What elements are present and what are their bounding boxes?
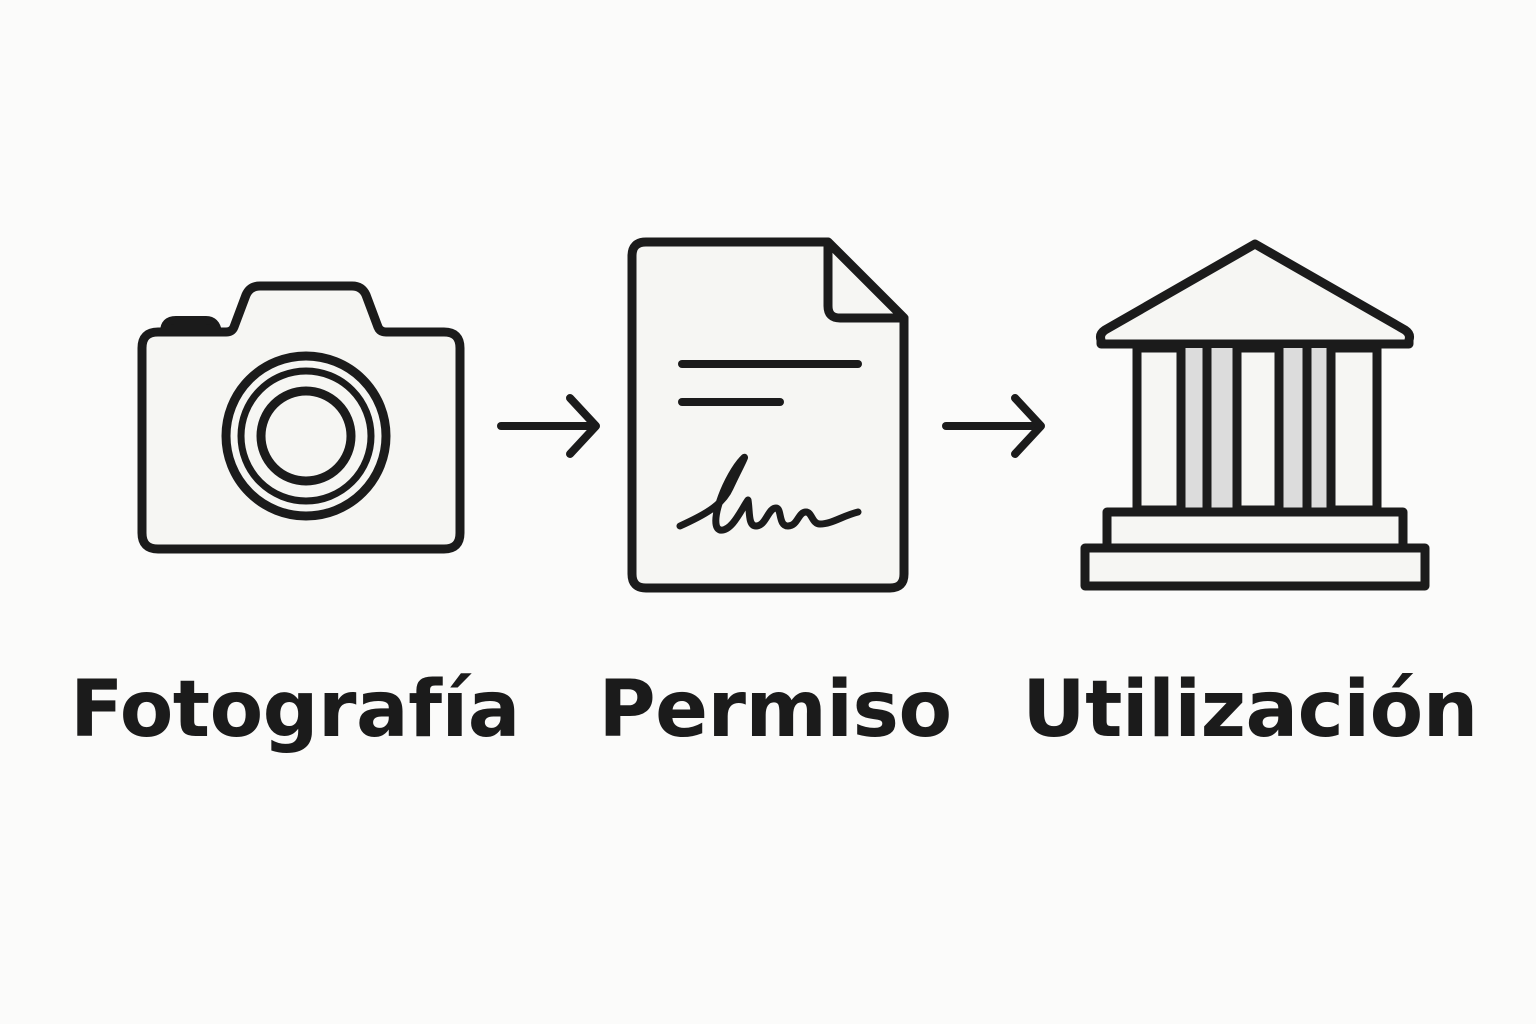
institution-building-icon bbox=[1080, 239, 1430, 591]
step-label-usage: Utilización bbox=[1022, 665, 1478, 755]
signed-document-icon bbox=[627, 237, 909, 593]
step-label-photography: Fotografía bbox=[70, 665, 520, 755]
step-label-permission: Permiso bbox=[598, 665, 952, 755]
arrow-right-icon bbox=[942, 394, 1045, 458]
camera-icon bbox=[137, 281, 465, 554]
arrow-right-icon bbox=[497, 394, 600, 458]
